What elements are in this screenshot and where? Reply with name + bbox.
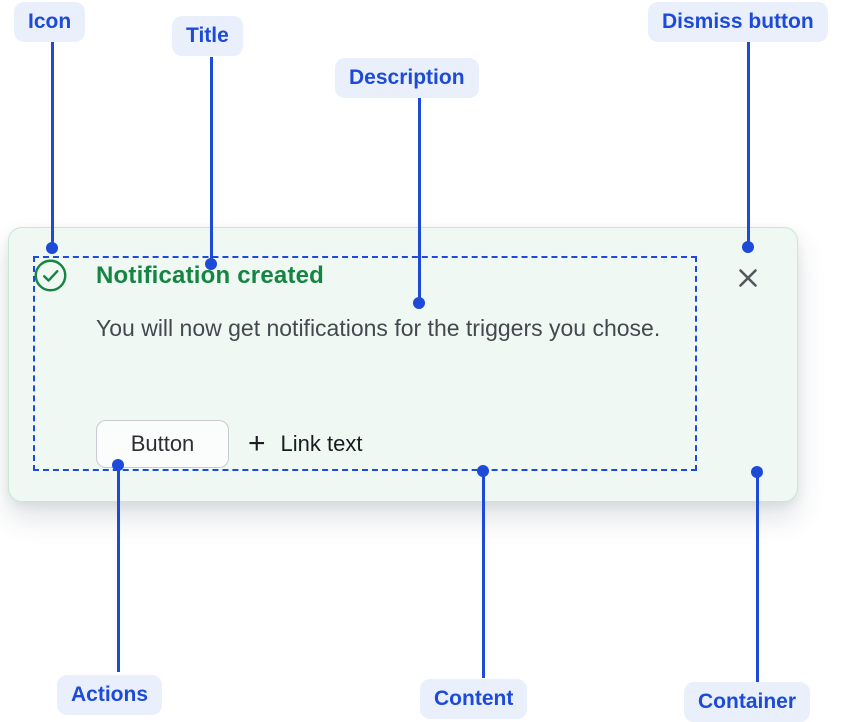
leader-line-container	[755, 472, 759, 682]
plus-icon: +	[248, 427, 266, 460]
leader-dot-dismiss	[742, 241, 754, 253]
callout-label-content: Content	[420, 679, 528, 719]
dismiss-button[interactable]	[731, 261, 765, 295]
leader-dot-description	[413, 297, 425, 309]
content-region-outline	[33, 256, 697, 471]
notification-description: You will now get notifications for the t…	[96, 315, 661, 341]
callout-label-dismiss-button: Dismiss button	[648, 2, 828, 42]
action-link-label: Link text	[280, 431, 363, 456]
check-circle-icon	[34, 259, 67, 292]
leader-line-dismiss	[746, 40, 750, 247]
leader-line-description	[418, 97, 421, 303]
leader-line-title	[210, 57, 213, 263]
callout-label-description: Description	[335, 58, 479, 98]
leader-dot-content	[477, 465, 489, 477]
action-button[interactable]: Button	[96, 420, 229, 468]
callout-label-icon: Icon	[14, 2, 86, 42]
callout-label-title: Title	[172, 16, 243, 56]
leader-dot-container	[751, 466, 763, 478]
action-link[interactable]: + Link text	[248, 429, 362, 459]
leader-dot-title	[205, 258, 217, 270]
close-icon	[735, 265, 761, 291]
leader-dot-actions	[112, 459, 124, 471]
leader-dot-icon	[46, 242, 58, 254]
callout-label-container: Container	[684, 682, 811, 722]
leader-line-content	[481, 471, 485, 678]
leader-line-actions	[116, 464, 120, 672]
leader-line-icon	[50, 40, 54, 248]
notification-actions: Button + Link text	[96, 420, 362, 468]
callout-label-actions: Actions	[57, 675, 163, 715]
